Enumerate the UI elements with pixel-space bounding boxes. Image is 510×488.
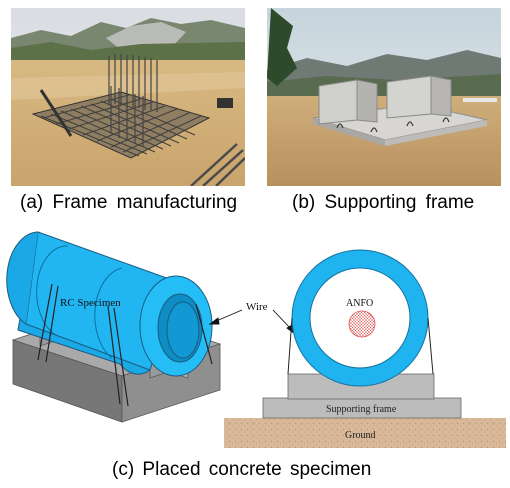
label-anfo: ANFO — [346, 298, 373, 309]
label-supporting-frame: Supporting frame — [326, 404, 397, 415]
label-rc-specimen: RC Specimen — [60, 297, 121, 309]
iso-rc-specimen — [6, 231, 213, 377]
placed-specimen-diagram: RC Specimen Wire Ground Supporting frame… — [6, 231, 506, 448]
ground-strip — [224, 418, 506, 448]
iso-wires — [37, 283, 213, 407]
label-wire: Wire — [246, 301, 268, 313]
caption-supporting-frame: (b) Supporting frame — [292, 192, 475, 213]
anfo-charge — [348, 310, 376, 338]
caption-placed-specimen: (c) Placed concrete specimen — [112, 459, 372, 480]
caption-frame-manufacturing: (a) Frame manufacturing — [20, 192, 238, 213]
photo-frame-manufacturing — [11, 8, 245, 186]
label-ground: Ground — [345, 430, 376, 441]
photo-supporting-frame — [267, 8, 501, 186]
wire-leaders — [208, 309, 296, 336]
